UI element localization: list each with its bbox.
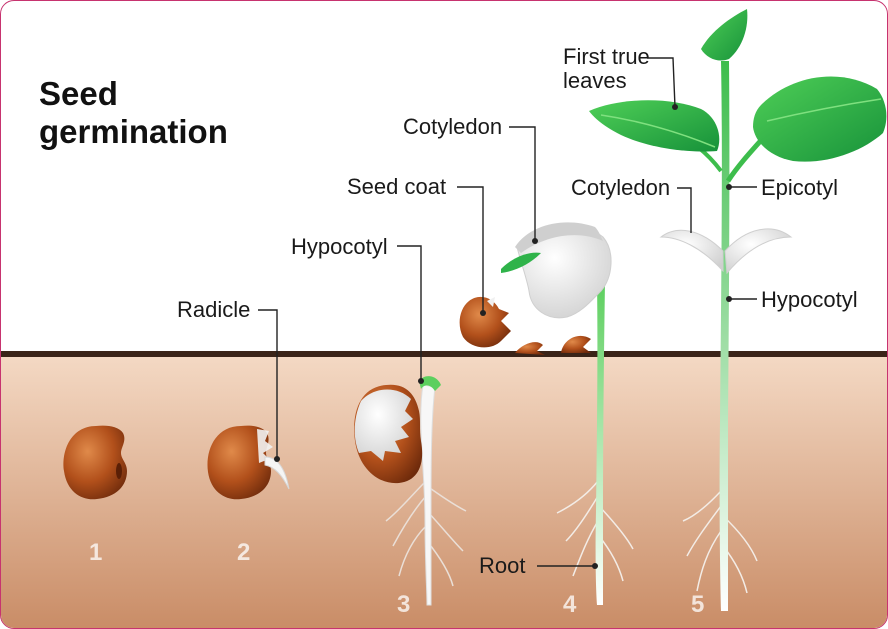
label-first-true-leaves-line1: First true xyxy=(563,44,650,69)
apical-bud xyxy=(701,9,747,61)
label-first-true-leaves: First true leaves xyxy=(563,45,650,93)
stage-number-3: 3 xyxy=(397,591,410,619)
label-cotyledon-stage-4: Cotyledon xyxy=(403,115,502,139)
label-first-true-leaves-line2: leaves xyxy=(563,68,627,93)
seed-stage-1 xyxy=(63,426,127,500)
label-epicotyl: Epicotyl xyxy=(761,176,838,200)
stage-number-5: 5 xyxy=(691,591,704,619)
label-hypocotyl-stage-3: Hypocotyl xyxy=(291,235,388,259)
cotyledon-stage-5-right xyxy=(725,229,791,273)
label-hypocotyl-stage-5: Hypocotyl xyxy=(761,288,858,312)
ground-line xyxy=(1,351,888,357)
stage-number-4: 4 xyxy=(563,591,576,619)
soil xyxy=(1,355,888,629)
cotyledon-stage-5-left xyxy=(661,230,723,271)
stage-number-2: 2 xyxy=(237,539,250,567)
diagram-title: Seed germination xyxy=(39,75,228,151)
stage-number-1: 1 xyxy=(89,539,102,567)
label-root: Root xyxy=(479,554,525,578)
label-seed-coat: Seed coat xyxy=(347,175,446,199)
title-line-2: germination xyxy=(39,113,228,150)
title-line-1: Seed xyxy=(39,75,118,112)
label-radicle: Radicle xyxy=(177,298,250,322)
label-cotyledon-stage-5: Cotyledon xyxy=(571,176,670,200)
